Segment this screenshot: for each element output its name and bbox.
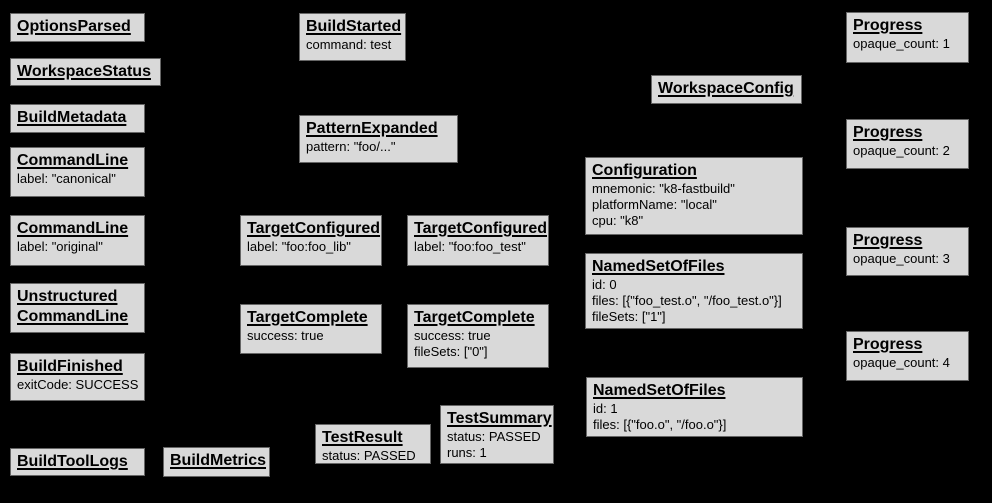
node-title: PatternExpanded xyxy=(306,120,438,137)
node-configuration: Configuration mnemonic: "k8-fastbuild" p… xyxy=(585,157,803,235)
node-workspace-status: WorkspaceStatus xyxy=(10,58,161,86)
node-detail: id: 0 xyxy=(592,277,617,292)
node-detail: label: "original" xyxy=(17,239,103,254)
node-title: TestResult xyxy=(322,429,403,446)
node-detail: files: [{"foo_test.o", "/foo_test.o"}] xyxy=(592,293,782,308)
node-title: NamedSetOfFiles xyxy=(592,258,725,275)
node-command-line-original: CommandLine label: "original" xyxy=(10,215,145,266)
node-build-tool-logs: BuildToolLogs xyxy=(10,448,145,476)
node-detail: mnemonic: "k8-fastbuild" xyxy=(592,181,735,196)
node-unstructured-command-line: Unstructured CommandLine xyxy=(10,283,145,333)
node-detail: label: "foo:foo_lib" xyxy=(247,239,351,254)
node-command-line-canonical: CommandLine label: "canonical" xyxy=(10,147,145,197)
node-build-metadata: BuildMetadata xyxy=(10,104,145,133)
node-progress-2: Progress opaque_count: 2 xyxy=(846,119,969,169)
node-title: BuildStarted xyxy=(306,18,402,35)
node-title: BuildToolLogs xyxy=(17,453,128,470)
node-progress-1: Progress opaque_count: 1 xyxy=(846,12,969,63)
node-build-finished: BuildFinished exitCode: SUCCESS xyxy=(10,353,145,401)
node-title: WorkspaceStatus xyxy=(17,63,151,80)
node-detail: status: PASSED xyxy=(322,448,416,463)
node-detail: opaque_count: 1 xyxy=(853,36,950,51)
node-target-complete-foo-lib: TargetComplete success: true xyxy=(240,304,382,354)
node-title: TargetComplete xyxy=(414,309,535,326)
node-title: Unstructured CommandLine xyxy=(17,288,129,325)
node-title: TestSummary xyxy=(447,410,552,427)
node-detail: pattern: "foo/..." xyxy=(306,139,396,154)
node-detail: status: PASSED xyxy=(447,429,541,444)
node-test-summary: TestSummary status: PASSED runs: 1 xyxy=(440,405,554,464)
node-title: BuildFinished xyxy=(17,358,123,375)
node-detail: label: "canonical" xyxy=(17,171,116,186)
node-options-parsed: OptionsParsed xyxy=(10,13,145,42)
node-title: Progress xyxy=(853,17,923,34)
node-detail: runs: 1 xyxy=(447,445,487,460)
node-progress-4: Progress opaque_count: 4 xyxy=(846,331,969,381)
node-detail: fileSets: ["1"] xyxy=(592,309,666,324)
node-target-configured-foo-lib: TargetConfigured label: "foo:foo_lib" xyxy=(240,215,382,266)
node-title: Progress xyxy=(853,124,923,141)
node-detail: files: [{"foo.o", "/foo.o"}] xyxy=(593,417,727,432)
node-title: BuildMetadata xyxy=(17,109,127,126)
node-target-configured-foo-test: TargetConfigured label: "foo:foo_test" xyxy=(407,215,549,266)
node-named-set-of-files-1: NamedSetOfFiles id: 1 files: [{"foo.o", … xyxy=(586,377,803,437)
node-title: TargetComplete xyxy=(247,309,368,326)
node-detail: success: true xyxy=(414,328,491,343)
node-title: WorkspaceConfig xyxy=(658,80,794,97)
node-detail: fileSets: ["0"] xyxy=(414,344,488,359)
node-title: TargetConfigured xyxy=(414,220,548,237)
node-detail: opaque_count: 4 xyxy=(853,355,950,370)
node-target-complete-foo-test: TargetComplete success: true fileSets: [… xyxy=(407,304,549,368)
node-detail: opaque_count: 3 xyxy=(853,251,950,266)
node-title: Configuration xyxy=(592,162,697,179)
node-title: Progress xyxy=(853,232,923,249)
node-detail: opaque_count: 2 xyxy=(853,143,950,158)
node-workspace-config: WorkspaceConfig xyxy=(651,75,802,104)
node-detail: exitCode: SUCCESS xyxy=(17,377,139,392)
node-progress-3: Progress opaque_count: 3 xyxy=(846,227,969,276)
node-title: Progress xyxy=(853,336,923,353)
node-build-started: BuildStarted command: test xyxy=(299,13,406,61)
node-title: CommandLine xyxy=(17,152,129,169)
node-title: OptionsParsed xyxy=(17,18,131,35)
node-test-result: TestResult status: PASSED xyxy=(315,424,431,464)
node-detail: command: test xyxy=(306,37,392,52)
node-detail: label: "foo:foo_test" xyxy=(414,239,526,254)
node-detail: success: true xyxy=(247,328,324,343)
node-title: NamedSetOfFiles xyxy=(593,382,726,399)
node-pattern-expanded: PatternExpanded pattern: "foo/..." xyxy=(299,115,458,163)
node-detail: platformName: "local" xyxy=(592,197,717,212)
node-title: TargetConfigured xyxy=(247,220,381,237)
node-detail: cpu: "k8" xyxy=(592,213,644,228)
node-title: BuildMetrics xyxy=(170,452,267,469)
node-detail: id: 1 xyxy=(593,401,618,416)
node-named-set-of-files-0: NamedSetOfFiles id: 0 files: [{"foo_test… xyxy=(585,253,803,329)
node-title: CommandLine xyxy=(17,220,129,237)
node-build-metrics: BuildMetrics xyxy=(163,447,270,477)
